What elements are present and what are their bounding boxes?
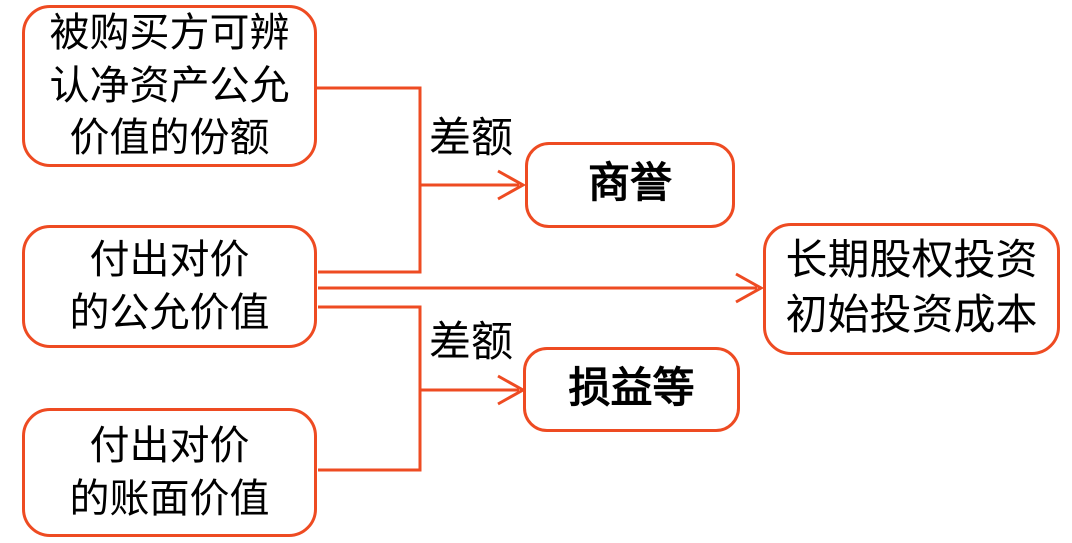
node-goodwill: 商誉 bbox=[525, 142, 735, 228]
node-text-line: 被购买方可辨 bbox=[49, 9, 290, 55]
arrow-to-goodwill-head bbox=[497, 169, 527, 201]
node-text-line: 的账面价值 bbox=[69, 475, 270, 521]
node-text-line: 付出对价 bbox=[89, 236, 250, 282]
bracket-bottom bbox=[318, 305, 422, 472]
node-text-line: 的公允价值 bbox=[69, 289, 270, 335]
node-text-line: 认净资产公允 bbox=[49, 62, 290, 108]
node-text-line: 付出对价 bbox=[89, 422, 250, 468]
node-consideration-fair-value: 付出对价 的公允价值 bbox=[22, 225, 317, 348]
node-text-line: 商誉 bbox=[587, 161, 672, 208]
node-identifiable-net-assets: 被购买方可辨 认净资产公允 价值的份额 bbox=[22, 5, 317, 167]
edge-label-difference-top: 差额 bbox=[429, 116, 514, 162]
bracket-top bbox=[316, 86, 422, 274]
node-lt-equity-investment-cost: 长期股权投资 初始投资成本 bbox=[763, 223, 1060, 355]
node-text-line: 损益等 bbox=[568, 365, 695, 412]
edge-label-difference-bottom: 差额 bbox=[429, 320, 514, 366]
node-text-line: 初始投资成本 bbox=[785, 293, 1038, 339]
node-profit-loss: 损益等 bbox=[523, 347, 740, 432]
arrow-to-lt-equity-head bbox=[735, 272, 765, 304]
node-consideration-book-value: 付出对价 的账面价值 bbox=[22, 408, 317, 537]
node-text-line: 价值的份额 bbox=[69, 115, 270, 161]
node-text-line: 长期股权投资 bbox=[785, 237, 1038, 284]
